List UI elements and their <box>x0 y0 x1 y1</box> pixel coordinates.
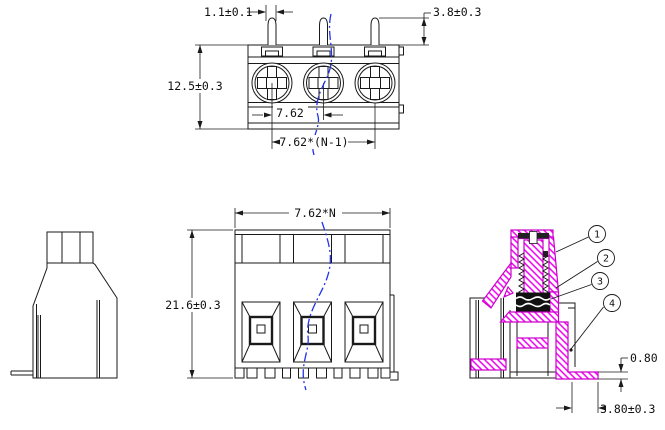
top-view: 1.1±0.1 3.8±0.3 12.5±0.3 7.62 7.62*(N-1) <box>162 5 482 156</box>
callout-1 <box>588 225 606 243</box>
front-view: 7.62*N 21.6±0.3 <box>160 206 399 391</box>
callouts: 1 2 3 4 <box>550 225 621 352</box>
screw-shaft-section <box>523 239 544 298</box>
callout-4 <box>603 294 621 312</box>
section-solder-pin <box>555 321 599 380</box>
section-left-pin <box>470 358 507 371</box>
dim-pin-height: 3.8±0.3 <box>433 5 482 19</box>
dim-pitch-span: 7.62*(N-1) <box>279 135 348 149</box>
section-dimensions <box>556 357 628 413</box>
side-view-outline <box>32 231 118 379</box>
dim-pin-width: 1.1±0.1 <box>204 5 253 19</box>
dim-body-depth: 12.5±0.3 <box>167 79 222 93</box>
break-line-front <box>302 221 331 391</box>
callout-3-label: 3 <box>597 277 603 288</box>
top-band-openings <box>241 234 384 263</box>
wire-sockets <box>241 301 384 363</box>
latch-blocks <box>261 46 386 57</box>
wire-clamp-spring <box>516 292 550 312</box>
screw-detail <box>515 231 551 312</box>
callout-2-label: 2 <box>603 254 609 265</box>
dim-pin-thickness: 0.80 <box>630 351 658 365</box>
side-tab <box>398 104 404 114</box>
side-solder-pin <box>10 370 33 376</box>
section-hatched-body <box>470 229 599 380</box>
dim-total-width: 7.62*N <box>294 206 336 220</box>
break-line-top <box>312 13 333 156</box>
callout-4-label: 4 <box>609 299 615 310</box>
dim-total-height: 21.6±0.3 <box>165 298 220 312</box>
side-view <box>10 231 118 379</box>
section-rib <box>516 337 549 349</box>
dim-pitch: 7.62 <box>276 106 304 120</box>
side-tab <box>398 46 404 56</box>
section-view: 1 2 3 4 0.80 3.80±0.3 <box>469 225 658 416</box>
solder-pins-top <box>267 17 380 45</box>
callout-1-label: 1 <box>594 230 600 241</box>
dim-pin-extension: 3.80±0.3 <box>600 402 655 416</box>
callout-3 <box>591 272 609 290</box>
callout-2 <box>597 249 615 267</box>
